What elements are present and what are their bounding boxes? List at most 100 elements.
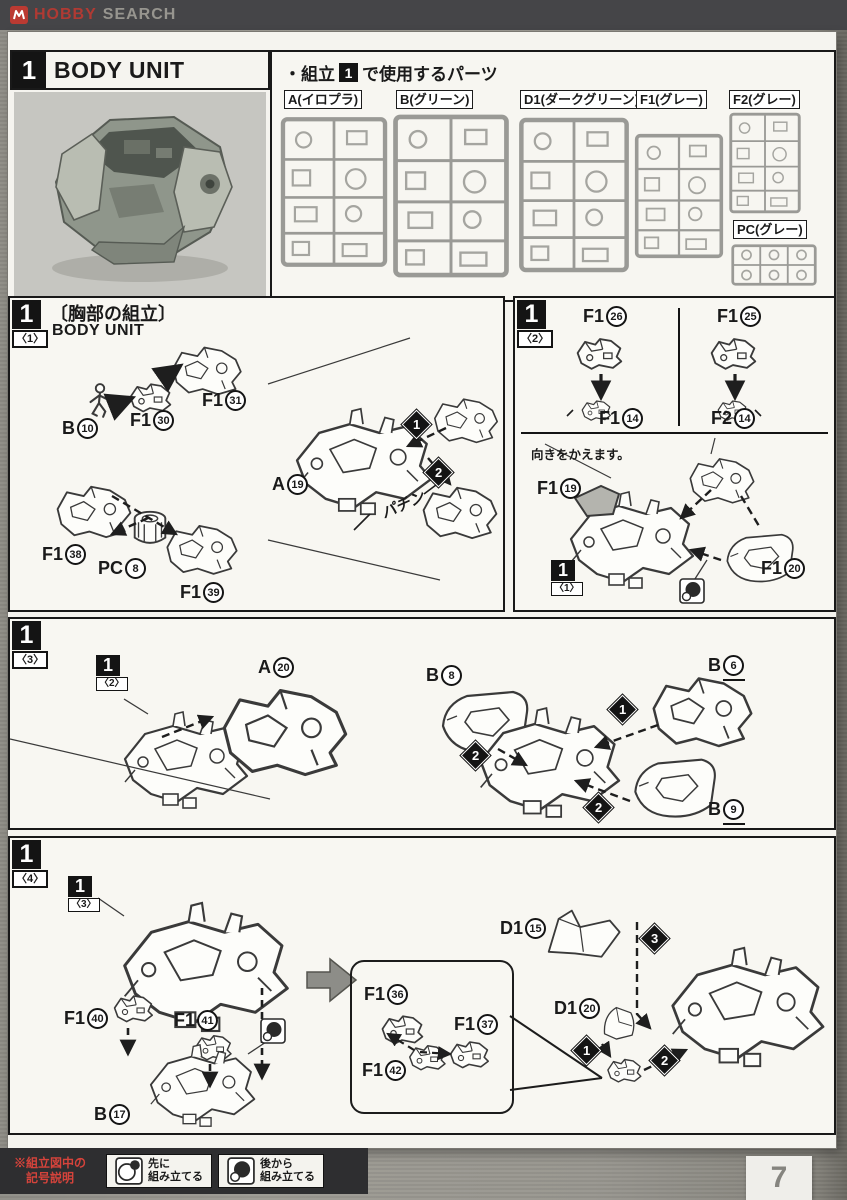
dashed-arrow <box>405 426 447 448</box>
legend-assemble-later: 後から 組み立てる <box>218 1154 324 1188</box>
sprue-f2 <box>729 112 801 214</box>
ref-badge-1-1: 1 〈1〉 <box>551 560 583 596</box>
sprue-f1 <box>637 136 722 257</box>
part-drawing-f1-31 <box>172 346 242 396</box>
parts-used-heading: ・組立 1 で使用するパーツ <box>284 60 498 85</box>
runner-label-b: B(グリーン) <box>396 90 474 109</box>
runner-label-f2: F2(グレー) <box>729 90 800 109</box>
part-drawing-f1-25 <box>710 338 757 370</box>
snap-slashes <box>566 409 762 417</box>
dashed-line <box>739 495 761 527</box>
section-title-en: BODY UNIT <box>52 322 145 339</box>
section-1-3-art <box>10 676 753 819</box>
insert-arrow <box>151 363 184 393</box>
parts-heading-post: で使用するパーツ <box>362 65 498 84</box>
legend-assemble-first: 先に 組み立てる <box>106 1154 212 1188</box>
section-1-4: 1 〈4〉 <box>8 836 836 1135</box>
orientation-note: 向きをかえます。 <box>531 448 630 462</box>
part-drawing-f1-40 <box>113 995 154 1023</box>
big-next-arrow <box>306 957 358 1003</box>
hobby-search-logo-icon <box>10 6 28 24</box>
dashed-arrow <box>679 489 712 520</box>
part-drawing-f1-26 <box>576 338 623 370</box>
leader-line <box>123 698 149 715</box>
section-1-2-badge: 1 〈2〉 <box>517 300 554 348</box>
brand-search: SEARCH <box>102 6 177 23</box>
symbol-legend: ※組立図中の 記号説明 先に 組み立てる 後から 組み立てる <box>0 1148 368 1194</box>
assemble-later-icon <box>227 1157 255 1185</box>
part-drawing-f1-39 <box>166 524 238 575</box>
column-divider <box>678 308 680 426</box>
leader-line <box>10 738 271 800</box>
sprue-pc <box>731 244 817 286</box>
ref-badge-1-2: 1 〈2〉 <box>96 655 128 691</box>
runner-label-d1: D1(ダークグリーン) <box>520 90 644 109</box>
part-drawing-pc-8 <box>133 510 167 544</box>
part-drawing-top <box>433 398 499 444</box>
step-number-badge: 1 <box>12 52 46 88</box>
part-drawing-b9 <box>634 758 716 818</box>
runner-label-a: A(イロプラ) <box>284 90 363 109</box>
sprue-d1 <box>521 120 626 270</box>
dashed-arrow <box>386 1032 415 1051</box>
dashed-arrow <box>596 1040 612 1058</box>
top-band: 1 BODY UNIT ・組立 1 で <box>8 42 836 302</box>
row-divider <box>521 432 828 434</box>
step-title-bar: 1 BODY UNIT <box>10 50 270 90</box>
section-1-1-art <box>56 337 499 581</box>
parts-heading-step-badge: 1 <box>339 63 358 82</box>
sprue-b <box>396 117 507 275</box>
dashed-arrow <box>109 516 149 536</box>
part-drawing-d1-15 <box>547 909 621 958</box>
runner-diagrams <box>272 112 817 286</box>
page-title: BODY UNIT <box>54 56 185 83</box>
section-1-4-art <box>97 897 825 1128</box>
site-header: HOBBY SEARCH <box>0 0 847 30</box>
dashed-arrow <box>419 1046 453 1061</box>
part-drawing-f1-19-shaded <box>573 484 621 518</box>
leader-line <box>267 337 441 581</box>
part-drawing-f1-30 <box>129 383 172 413</box>
leader-line <box>97 897 125 917</box>
ref-badge-1-3: 1 〈3〉 <box>68 876 100 912</box>
parts-heading-pre: ・組立 <box>284 65 335 84</box>
section-1-3-badge: 1 〈3〉 <box>12 621 49 669</box>
dashed-arrow <box>573 778 631 803</box>
part-drawing-joint <box>607 1058 642 1083</box>
dashed-arrow <box>635 922 652 1030</box>
dashed-arrow <box>688 546 722 562</box>
callout-pointer <box>509 1015 603 1091</box>
part-drawing-d1-20 <box>603 1006 635 1040</box>
legend-heading: ※組立図中の 記号説明 <box>13 1156 86 1185</box>
dashed-arrow <box>593 723 659 750</box>
section-1-1-badge: 1 〈1〉 <box>12 300 49 348</box>
part-drawing-bottom <box>422 486 498 540</box>
section-1-4-badge: 1 〈4〉 <box>12 840 49 888</box>
section-1-2-art <box>544 338 794 590</box>
body-unit-photo <box>14 92 266 298</box>
dashed-arrow <box>643 1048 689 1072</box>
